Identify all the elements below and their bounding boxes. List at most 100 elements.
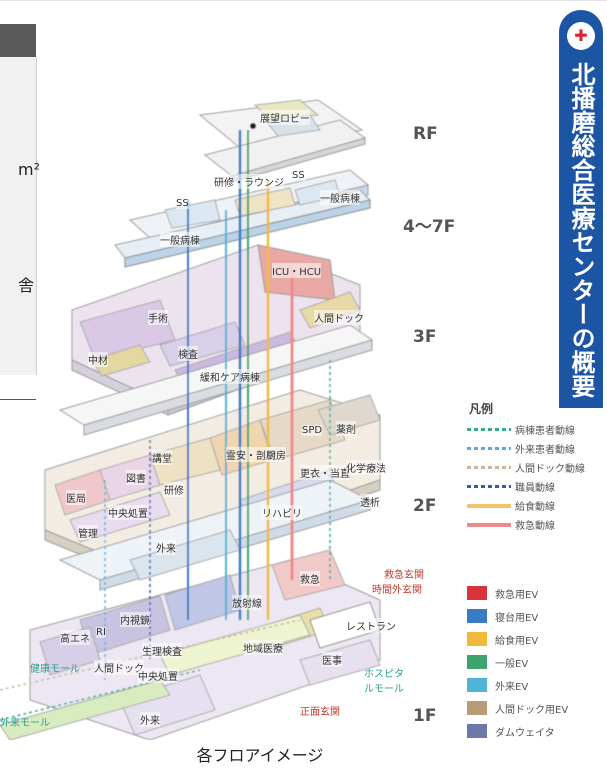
legend-elevator-item: 救急用EV [467, 586, 607, 602]
area-label: ホスピタルモール [364, 669, 404, 695]
side-title-banner: ✚ 北播磨総合医療センターの概要 [559, 10, 603, 408]
legend-elevator-item: 人間ドック用EV [467, 701, 607, 717]
area-label: 検査 [178, 346, 198, 361]
legend-elevator-swatch [467, 724, 487, 738]
legend-elevator-item: 給食用EV [467, 632, 607, 648]
area-label: 透析 [360, 494, 380, 509]
legend-line-label: 人間ドック動線 [515, 464, 585, 475]
hospital-logo-icon: ✚ [567, 22, 595, 50]
area-label: 医事 [322, 652, 342, 667]
area-label: 中央処置 [138, 668, 178, 683]
legend-line-item: 病棟患者動線 [467, 422, 607, 438]
legend-line-label: 救急動線 [515, 521, 555, 532]
area-label: 化学療法 [346, 460, 386, 475]
area-label: 正面玄関 [300, 707, 340, 718]
legend-elevator-label: 給食用EV [495, 636, 539, 647]
legend-line-item: 人間ドック動線 [467, 460, 607, 476]
area-label: 人間ドック [94, 660, 144, 675]
area-label: 一般病棟 [320, 190, 360, 205]
area-label: SS [176, 198, 189, 209]
side-title-text: 北播磨総合医療センターの概要 [567, 62, 595, 398]
legend-title: 凡例 [469, 402, 494, 416]
legend-line-label: 職員動線 [515, 483, 555, 494]
legend-line-item: 救急動線 [467, 517, 607, 533]
legend-elevator-label: 人間ドック用EV [495, 705, 569, 716]
left-side-panel: m² 舎 [0, 0, 40, 400]
legend-elevator-label: 外来EV [495, 682, 529, 693]
floor-label-1f: 1F [413, 706, 437, 726]
legend: 凡例 病棟患者動線外来患者動線人間ドック動線職員動線給食動線救急動線 救急用EV… [455, 398, 605, 758]
area-label: 中材 [88, 352, 108, 367]
legend-elevator-label: 救急用EV [495, 590, 539, 601]
legend-line-swatch [467, 466, 511, 469]
legend-line-swatch [467, 523, 511, 527]
area-label: 研修・ラウンジ [214, 174, 284, 189]
top-divider [0, 0, 607, 1]
area-label: 生理検査 [142, 643, 182, 658]
legend-elevator-item: 寝台用EV [467, 609, 607, 625]
area-label: 手術 [148, 310, 168, 325]
legend-line-item: 給食動線 [467, 498, 607, 514]
area-label: 人間ドック [314, 310, 364, 325]
legend-elevator-swatch [467, 632, 487, 646]
legend-line-swatch [467, 504, 511, 508]
legend-line-swatch [467, 428, 511, 431]
area-label: 管理 [78, 525, 98, 540]
legend-line-swatch [467, 447, 511, 450]
area-label: 緩和ケア病棟 [200, 369, 260, 384]
legend-elevator-item: ダムウェイタ [467, 724, 607, 740]
area-label: 放射線 [232, 595, 262, 610]
area-label: 講堂 [152, 450, 172, 465]
legend-elevator-swatch [467, 655, 487, 669]
area-label: 外来 [156, 540, 176, 555]
area-label: 一般病棟 [160, 232, 200, 247]
area-label: 高エネ [60, 630, 90, 645]
area-label: 厨房 [266, 447, 286, 462]
area-label: リハビリ [262, 505, 302, 520]
legend-elevator-swatch [467, 609, 487, 623]
area-label: レストラン [346, 618, 396, 633]
legend-elevator-swatch [467, 701, 487, 715]
left-fragment-unit: m² [18, 160, 40, 179]
legend-elevator-item: 一般EV [467, 655, 607, 671]
area-label: SS [292, 170, 305, 181]
legend-elevator-label: 寝台用EV [495, 613, 539, 624]
legend-elevator-label: 一般EV [495, 659, 529, 670]
area-label: 医局 [66, 490, 86, 505]
area-label: 薬剤 [336, 421, 356, 436]
left-panel-header [0, 24, 36, 57]
legend-elevator-item: 外来EV [467, 678, 607, 694]
area-label: 外来 [140, 712, 160, 727]
legend-line-swatch [467, 485, 511, 488]
area-label: 中央処置 [108, 505, 148, 520]
legend-elevator-label: ダムウェイタ [495, 728, 555, 739]
area-label: 救急玄関 [384, 570, 424, 581]
left-panel-rule [0, 399, 36, 400]
area-label: SPD [302, 425, 323, 436]
figure-caption: 各フロアイメージ [196, 746, 324, 765]
area-label: 図書 [126, 470, 146, 485]
legend-elevator-swatch [467, 586, 487, 600]
legend-line-item: 外来患者動線 [467, 441, 607, 457]
area-label: 救急 [300, 571, 320, 586]
area-label: 健康モール [30, 664, 80, 675]
area-label: 研修 [164, 482, 184, 497]
area-label: 外来モール [0, 718, 50, 729]
area-label: 地域医療 [243, 640, 283, 655]
floor-label-3f: 3F [413, 327, 437, 347]
floor-label-rf: RF [413, 124, 438, 144]
area-label: ICU・HCU [272, 263, 322, 278]
left-panel-body [0, 57, 37, 375]
floor-label-4-7f: 4～7F [403, 217, 456, 237]
area-label: 更衣・当直 [300, 465, 350, 480]
area-label: 内視鏡 [120, 612, 150, 627]
legend-line-item: 職員動線 [467, 479, 607, 495]
area-label: 霊安・剖検 [226, 447, 276, 462]
legend-line-label: 病棟患者動線 [515, 426, 575, 437]
legend-elevator-swatch [467, 678, 487, 692]
floor-label-2f: 2F [413, 496, 437, 516]
left-fragment-text: 舎 [18, 276, 35, 295]
area-label: RI [96, 627, 106, 638]
legend-line-label: 外来患者動線 [515, 445, 575, 456]
legend-line-label: 給食動線 [515, 502, 555, 513]
